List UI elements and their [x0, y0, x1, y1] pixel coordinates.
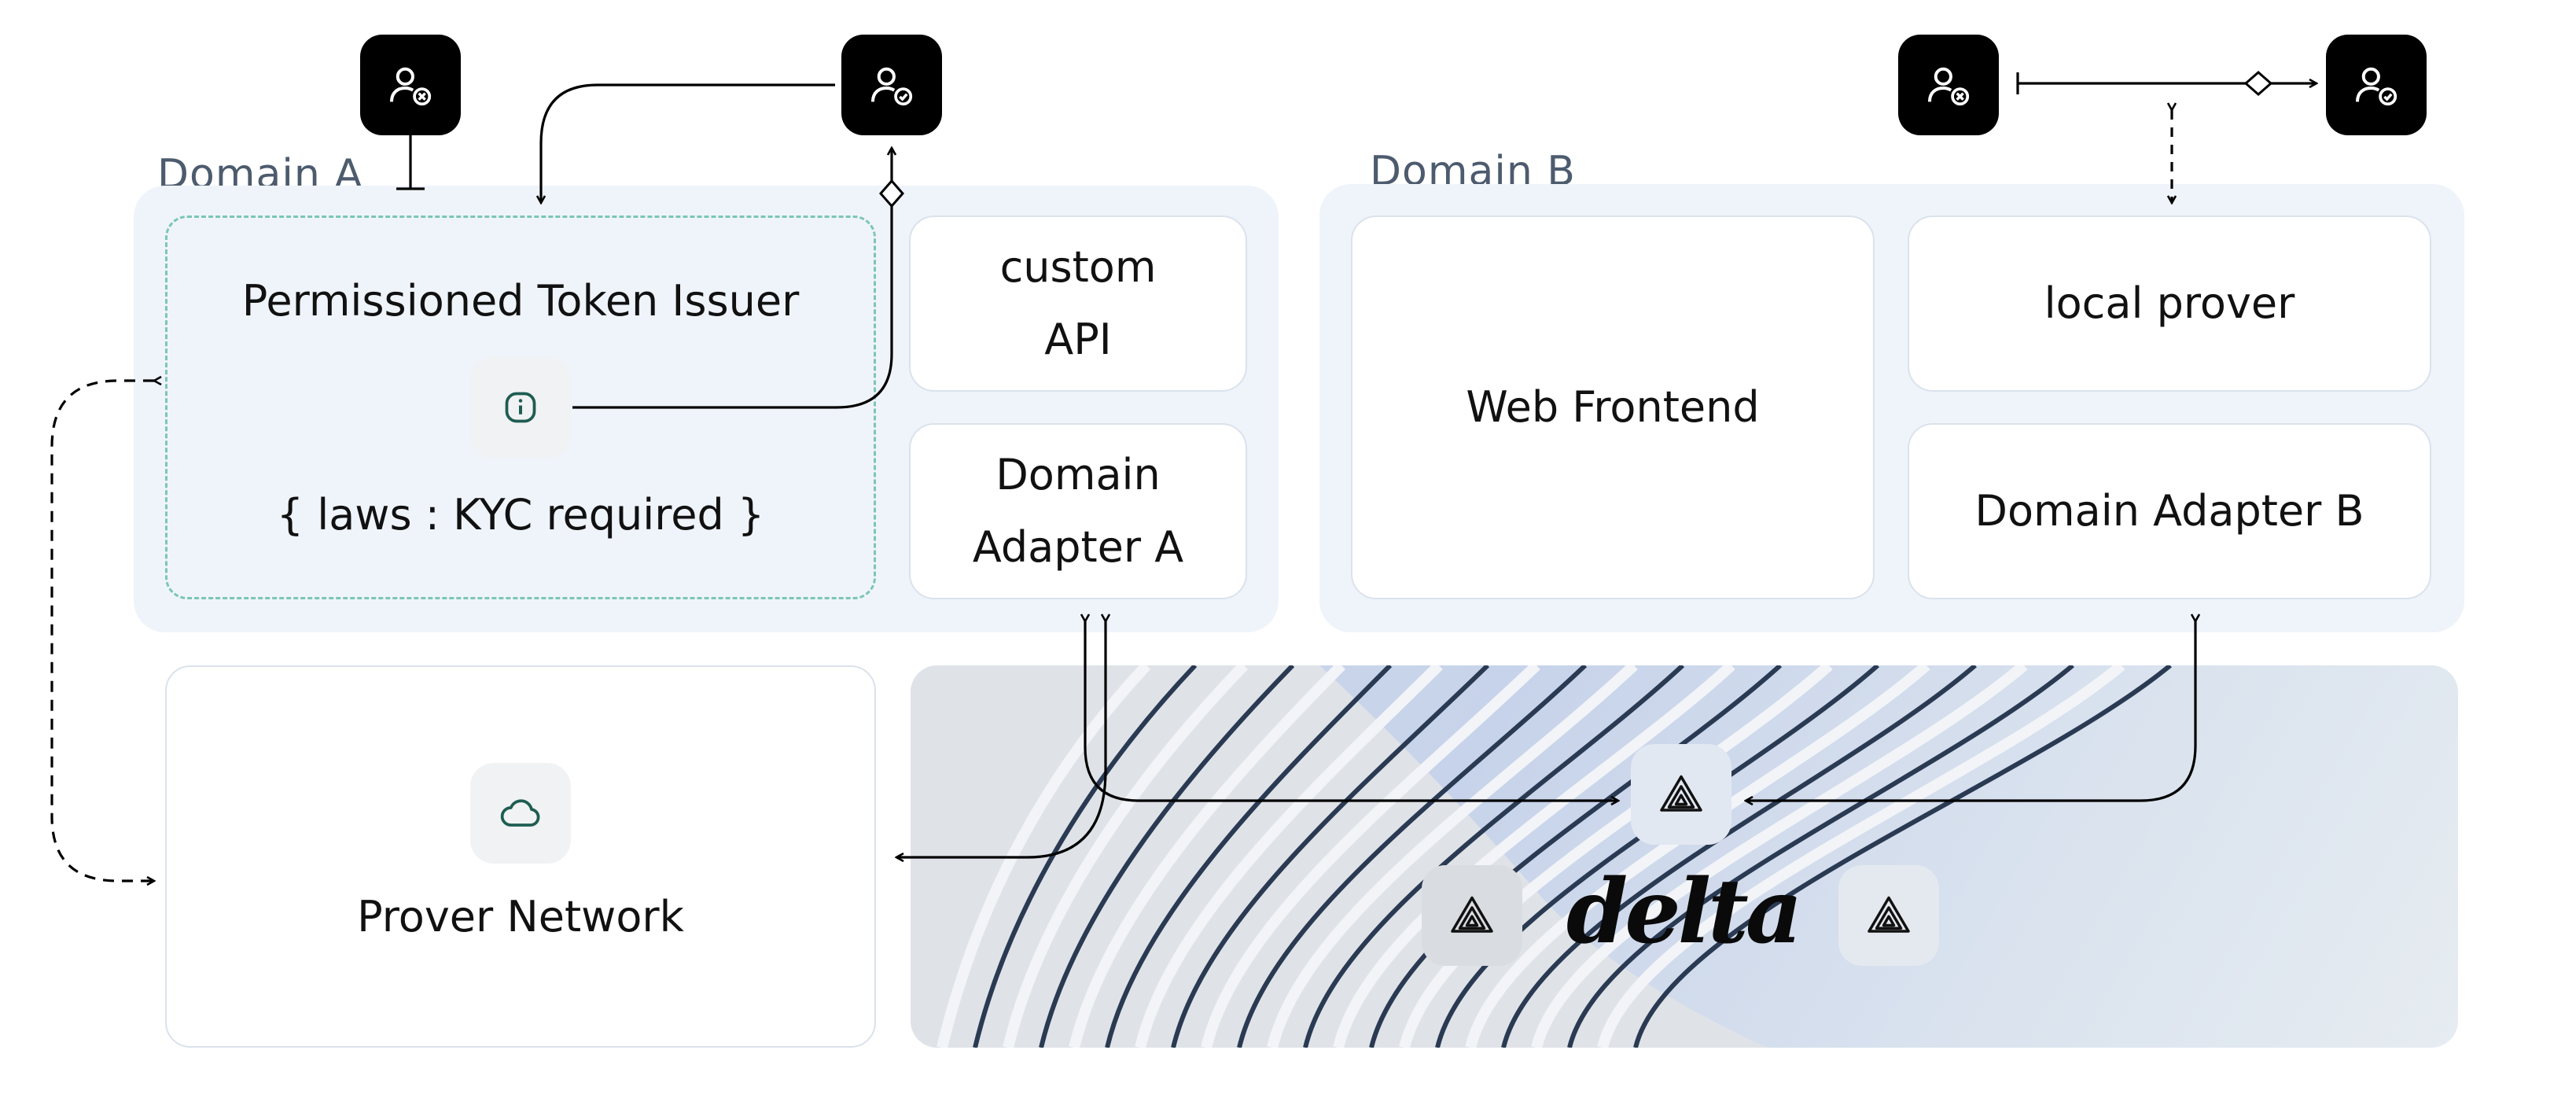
connector-info-to-user — [572, 203, 893, 409]
building-fin — [1303, 665, 1685, 1048]
user-x-icon — [390, 67, 432, 106]
token-issuer-title: Permissioned Token Issuer — [241, 276, 800, 326]
prover-network-label: Prover Network — [357, 892, 684, 941]
connector-diamond-a — [879, 179, 904, 208]
delta-logo: delta — [1566, 860, 1802, 963]
custom-api-line1: custom — [999, 242, 1157, 292]
user-rejected-avatar-a — [360, 35, 461, 135]
delta-left-chip — [1422, 865, 1522, 966]
local-prover-card: local prover — [1908, 216, 2431, 392]
delta-right-chip — [1838, 865, 1939, 966]
delta-triangle-icon — [1868, 896, 1910, 933]
cloud-icon — [500, 799, 540, 827]
info-icon — [505, 392, 536, 423]
connector-diamond-b — [2243, 71, 2273, 96]
web-frontend-card: Web Frontend — [1351, 216, 1875, 599]
connector-adapter-a-to-hub — [1085, 621, 1618, 801]
info-chip — [470, 357, 571, 458]
custom-api-line2: API — [1044, 315, 1112, 364]
domain-adapter-b-card: Domain Adapter B — [1908, 423, 2431, 599]
delta-hub-chip — [1631, 744, 1731, 845]
delta-triangle-icon — [1451, 896, 1493, 933]
user-x-icon — [1928, 67, 1970, 106]
connector-user-a-to-issuer — [541, 83, 835, 203]
building-fin — [1369, 665, 1783, 1048]
connector-adapter-a-to-delta — [896, 621, 1106, 857]
token-issuer-box: Permissioned Token Issuer { laws : KYC r… — [165, 216, 876, 599]
adapter-a-line2: Adapter A — [972, 522, 1184, 572]
user-rejected-avatar-b — [1898, 35, 1999, 135]
user-approved-avatar-a — [841, 35, 942, 135]
custom-api-card: custom API — [909, 216, 1247, 392]
cloud-chip — [470, 763, 571, 864]
issuer-law-text: { laws : KYC required } — [276, 490, 765, 540]
user-check-icon — [2356, 67, 2398, 106]
user-check-icon — [871, 67, 913, 106]
adapter-a-line1: Domain — [995, 450, 1161, 499]
domain-adapter-a-card: Domain Adapter A — [909, 423, 1247, 599]
building-fin — [1333, 665, 1735, 1048]
user-approved-avatar-b — [2326, 35, 2427, 135]
connector-adapter-b-to-hub — [1746, 621, 2195, 801]
connector-issuer-prover-dashed — [50, 381, 154, 881]
delta-triangle-icon — [1660, 775, 1702, 812]
